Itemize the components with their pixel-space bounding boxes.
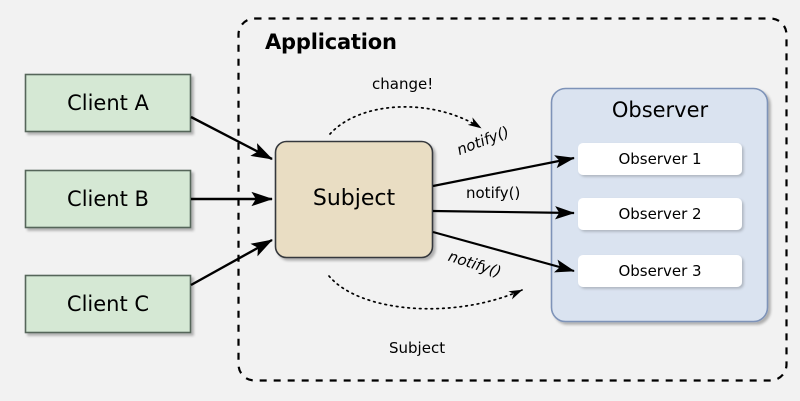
edge-client-c-to-subject xyxy=(190,238,273,287)
observer-item-1-label: Observer 1 xyxy=(618,150,702,168)
annotation-change-label: change! xyxy=(372,75,434,93)
client-a-label: Client A xyxy=(67,91,149,115)
observer-item-1-box[interactable] xyxy=(578,143,742,175)
subject-box[interactable] xyxy=(274,140,434,259)
edge-subject-dotted-curve xyxy=(328,275,523,310)
edge-subject-to-observer-2 xyxy=(432,206,575,220)
application-title: Application xyxy=(265,30,397,54)
observer-item-2-box[interactable] xyxy=(578,198,742,230)
edge-change-dotted-curve xyxy=(329,106,482,135)
client-c-label: Client C xyxy=(66,292,150,316)
client-b-label: Client B xyxy=(67,187,149,211)
edge-subject-to-observer-3 xyxy=(432,230,575,273)
annotation-subject-label: Subject xyxy=(389,339,446,357)
observer-item-2-label: Observer 2 xyxy=(618,205,702,223)
edge-subject-to-observer-1 xyxy=(432,155,575,188)
observer-group-title: Observer xyxy=(611,98,709,122)
observer-item-3-box[interactable] xyxy=(578,255,742,287)
client-c-box[interactable] xyxy=(24,274,192,334)
observer-item-3-label: Observer 3 xyxy=(618,262,702,280)
edge-client-a-to-subject xyxy=(190,115,273,161)
subject-label: Subject xyxy=(312,186,396,211)
annotation-notify-2-label: notify() xyxy=(466,184,521,202)
client-a-box[interactable] xyxy=(24,73,192,133)
client-b-box[interactable] xyxy=(24,169,192,229)
